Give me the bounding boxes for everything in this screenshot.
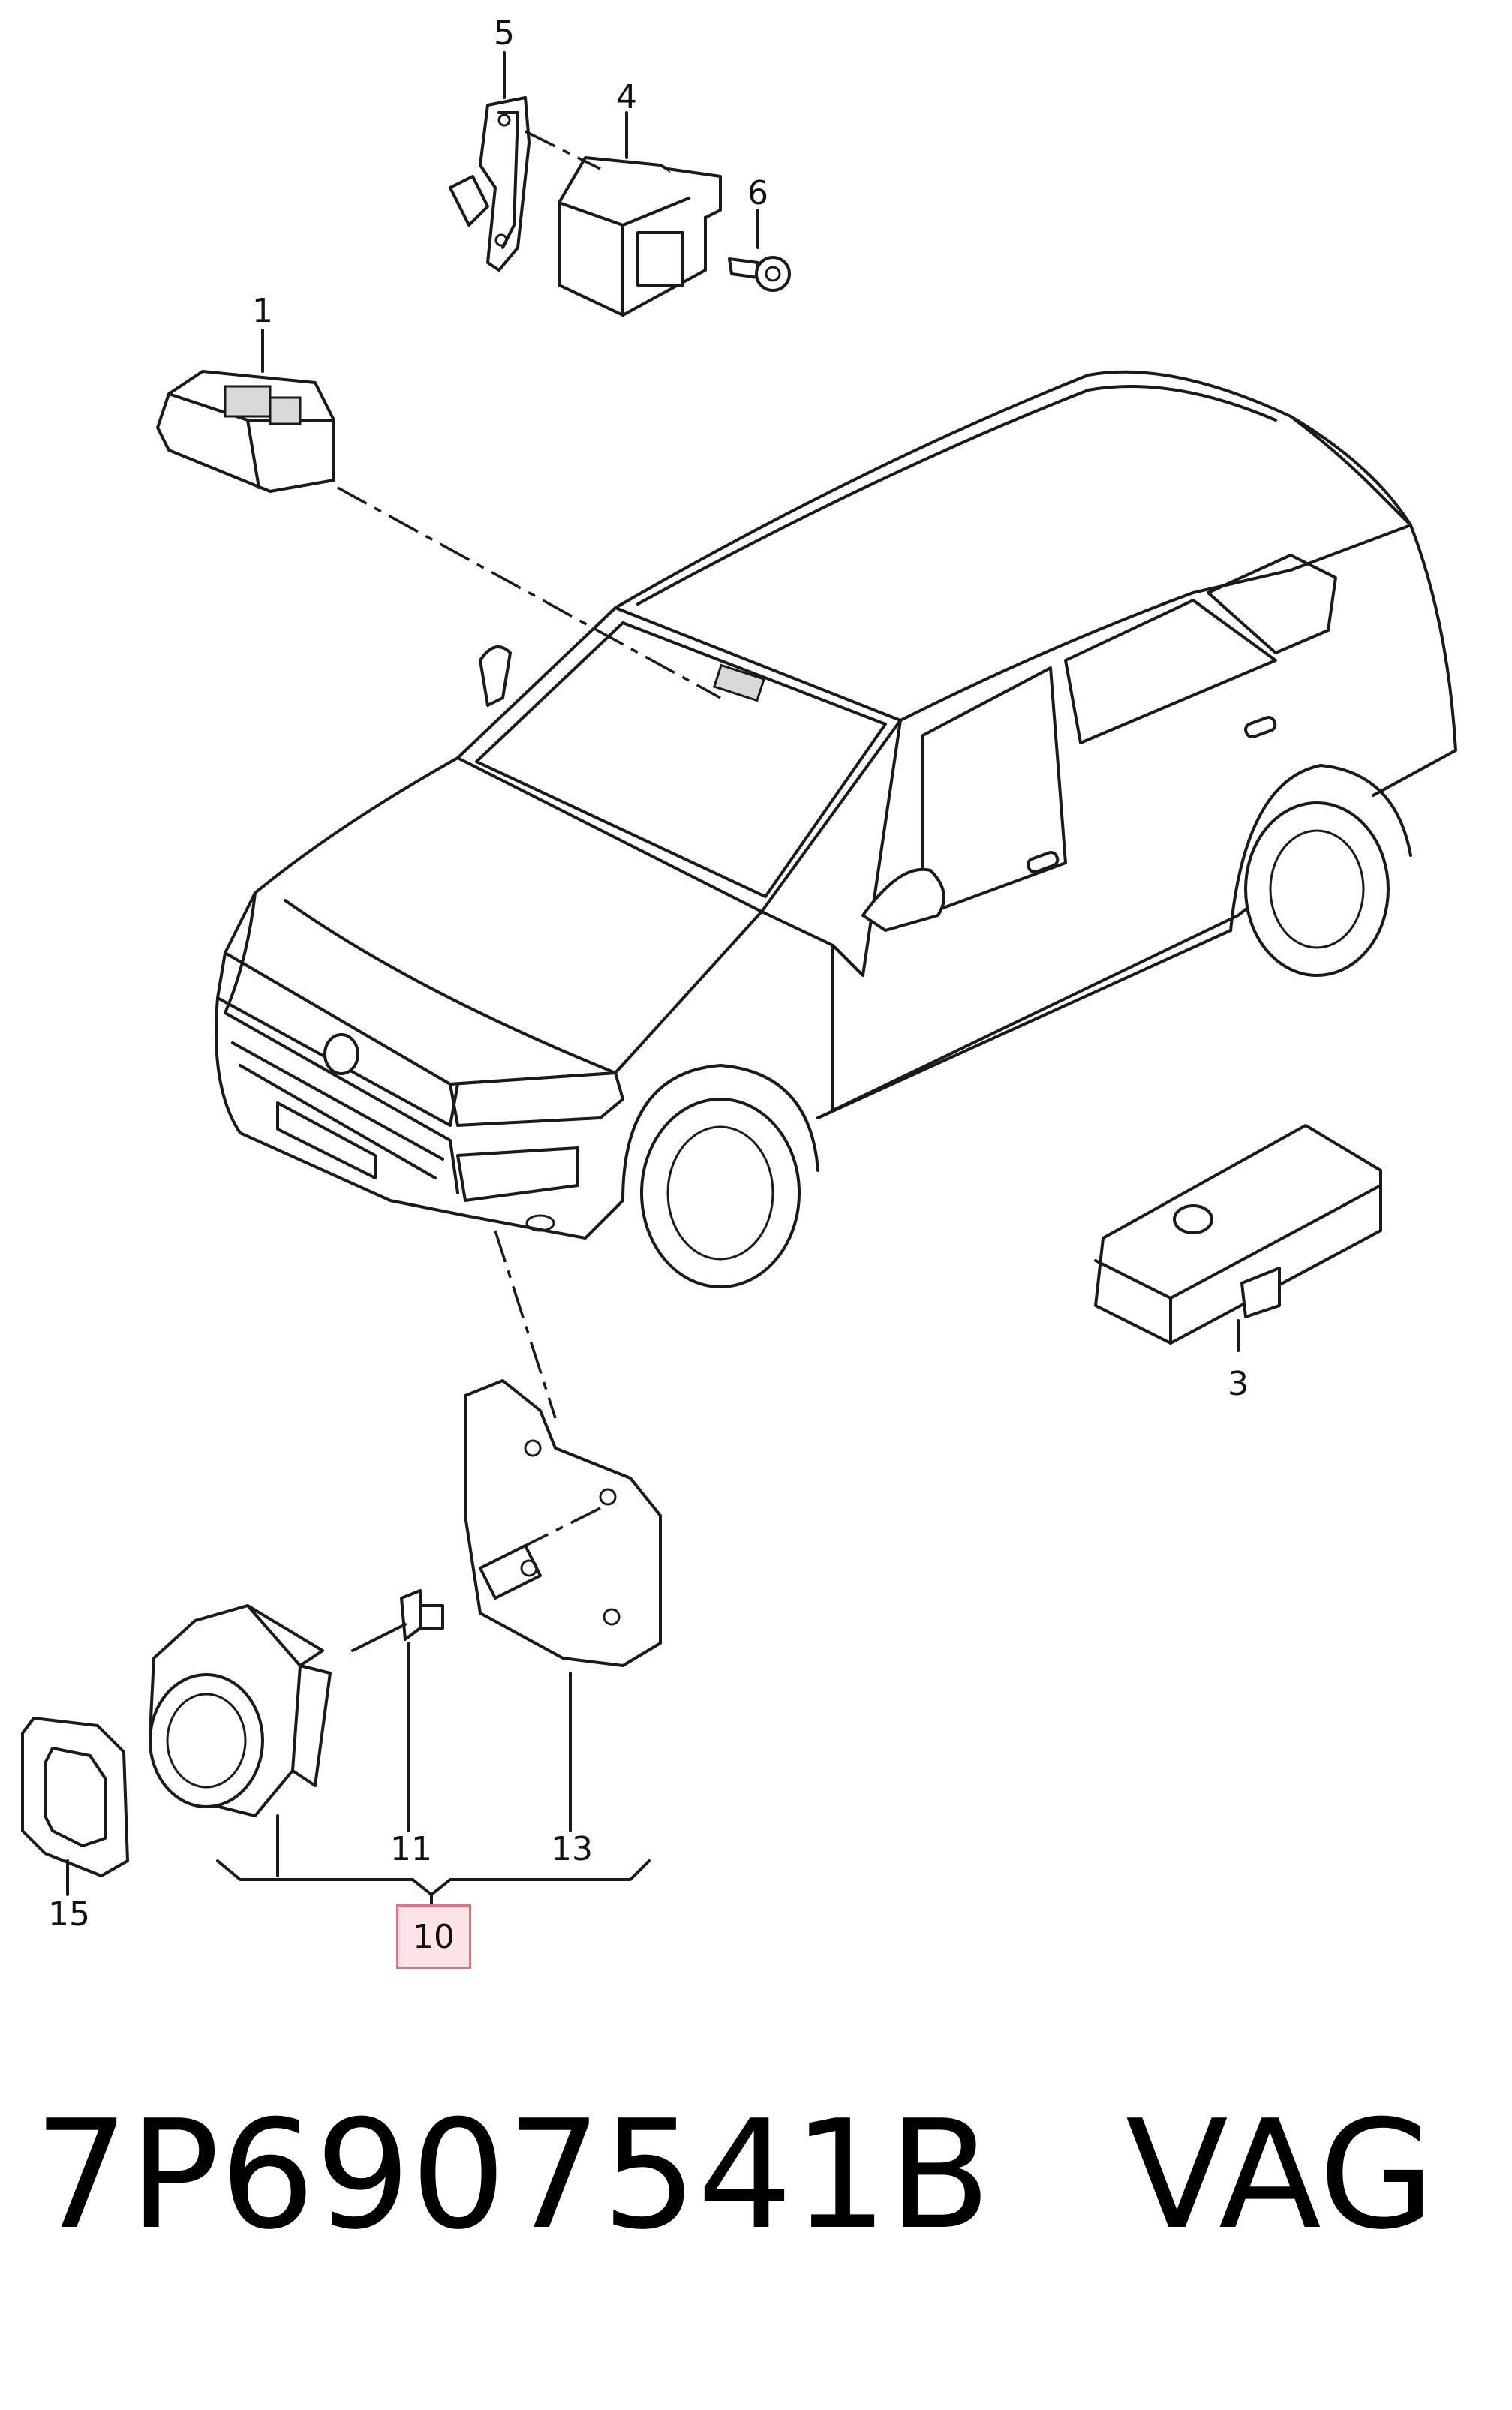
part-number: 7P6907541B bbox=[34, 2088, 991, 2263]
callout-3: 3 bbox=[1228, 1365, 1249, 1403]
part-4-control-unit bbox=[525, 111, 722, 317]
part-10-fog-lamp bbox=[149, 1604, 332, 1877]
callout-6: 6 bbox=[747, 174, 768, 212]
part-3-module bbox=[1094, 1124, 1382, 1352]
callout-10-highlighted: 10 bbox=[396, 1904, 471, 1969]
part-15-frame bbox=[21, 1717, 129, 1896]
part-13-bracket bbox=[464, 1379, 662, 1832]
vehicle-outline bbox=[215, 370, 1457, 1288]
callout-11: 11 bbox=[390, 1830, 432, 1868]
callout-5: 5 bbox=[494, 14, 515, 53]
callout-4: 4 bbox=[616, 78, 637, 116]
part-11-bulb bbox=[351, 1589, 444, 1832]
brand-name: VAG bbox=[1126, 2088, 1435, 2263]
part-5-bracket bbox=[449, 57, 531, 272]
callout-1: 1 bbox=[252, 292, 273, 330]
callout-13: 13 bbox=[551, 1830, 593, 1868]
parts-diagram bbox=[21, 51, 1457, 1907]
callout-15: 15 bbox=[48, 1895, 90, 1934]
part-6-screw bbox=[728, 209, 791, 292]
part-1-sensor bbox=[156, 329, 721, 699]
